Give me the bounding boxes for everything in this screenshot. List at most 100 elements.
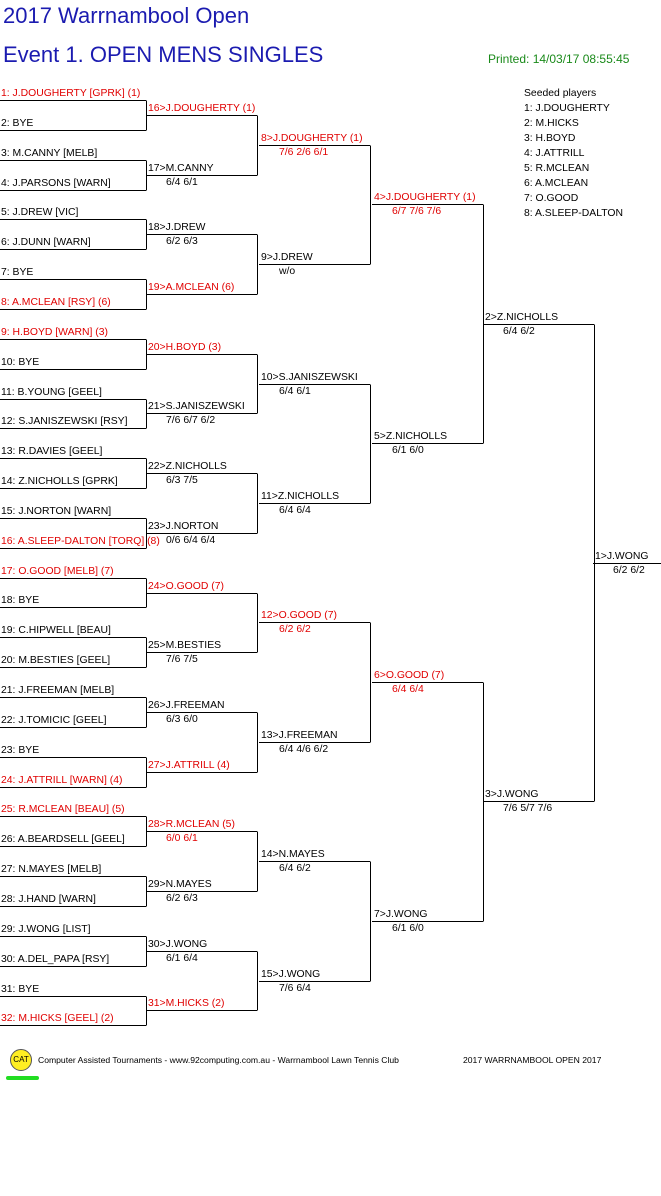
cat-logo-icon: CAT bbox=[10, 1049, 32, 1071]
match-winner: 7>J.WONG bbox=[374, 908, 428, 920]
match-score: 6/7 7/6 7/6 bbox=[392, 205, 442, 217]
player-entry: 20: M.BESTIES [GEEL] bbox=[1, 654, 111, 666]
footer-credit: Computer Assisted Tournaments - www.92co… bbox=[38, 1055, 399, 1065]
match-score: 7/6 2/6 6/1 bbox=[279, 146, 329, 158]
match-winner: 12>O.GOOD (7) bbox=[261, 609, 337, 621]
match-winner: 2>Z.NICHOLLS bbox=[485, 311, 559, 323]
match-winner: 3>J.WONG bbox=[485, 788, 539, 800]
player-entry: 22: J.TOMICIC [GEEL] bbox=[1, 714, 107, 726]
match-winner: 31>M.HICKS (2) bbox=[148, 997, 225, 1009]
match-score: 6/2 6/2 bbox=[279, 623, 311, 635]
match-winner: 30>J.WONG bbox=[148, 938, 208, 950]
match-winner: 6>O.GOOD (7) bbox=[374, 669, 445, 681]
match-winner: 22>Z.NICHOLLS bbox=[148, 460, 227, 472]
match-winner: 19>A.MCLEAN (6) bbox=[148, 281, 235, 293]
seed-item: 8: A.SLEEP-DALTON bbox=[524, 208, 623, 219]
match-score: 6/3 6/0 bbox=[166, 713, 198, 725]
match-winner: 17>M.CANNY bbox=[148, 162, 214, 174]
match-score: 6/2 6/3 bbox=[166, 892, 198, 904]
match-winner: 27>J.ATTRILL (4) bbox=[148, 759, 230, 771]
match-winner: 5>Z.NICHOLLS bbox=[374, 430, 448, 442]
match-winner: 15>J.WONG bbox=[261, 968, 321, 980]
match-score: 7/6 5/7 7/6 bbox=[503, 802, 553, 814]
match-winner: 29>N.MAYES bbox=[148, 878, 212, 890]
match-score: 7/6 7/5 bbox=[166, 653, 198, 665]
match-winner: 24>O.GOOD (7) bbox=[148, 580, 224, 592]
match-winner: 25>M.BESTIES bbox=[148, 639, 222, 651]
player-entry: 3: M.CANNY [MELB] bbox=[1, 147, 98, 159]
player-entry: 31: BYE bbox=[1, 983, 40, 995]
match-winner: 23>J.NORTON bbox=[148, 520, 219, 532]
match-score: 7/6 6/7 6/2 bbox=[166, 414, 216, 426]
seed-item: 4: J.ATTRILL bbox=[524, 148, 585, 159]
match-winner: 10>S.JANISZEWSKI bbox=[261, 371, 358, 383]
match-score: 6/4 6/4 bbox=[392, 683, 424, 695]
seed-item: 2: M.HICKS bbox=[524, 118, 579, 129]
player-entry: 6: J.DUNN [WARN] bbox=[1, 236, 91, 248]
match-score: 6/1 6/0 bbox=[392, 922, 424, 934]
tournament-title: 2017 Warrnambool Open bbox=[3, 3, 250, 28]
seeded-heading: Seeded players bbox=[524, 88, 597, 99]
player-entry: 15: J.NORTON [WARN] bbox=[1, 505, 112, 517]
player-entry: 25: R.MCLEAN [BEAU] (5) bbox=[1, 803, 125, 815]
match-score: 6/4 6/1 bbox=[279, 385, 311, 397]
match-winner: 1>J.WONG bbox=[595, 550, 649, 562]
match-winner: 21>S.JANISZEWSKI bbox=[148, 400, 245, 412]
player-entry: 5: J.DREW [VIC] bbox=[1, 206, 79, 218]
player-entry: 13: R.DAVIES [GEEL] bbox=[1, 445, 103, 457]
player-entry: 28: J.HAND [WARN] bbox=[1, 893, 96, 905]
player-entry: 10: BYE bbox=[1, 356, 40, 368]
player-entry: 8: A.MCLEAN [RSY] (6) bbox=[1, 296, 111, 308]
player-entry: 14: Z.NICHOLLS [GPRK] bbox=[1, 475, 118, 487]
player-entry: 27: N.MAYES [MELB] bbox=[1, 863, 102, 875]
player-entry: 23: BYE bbox=[1, 744, 40, 756]
match-score: 6/4 4/6 6/2 bbox=[279, 743, 329, 755]
logo-underline bbox=[6, 1076, 39, 1080]
seed-item: 7: O.GOOD bbox=[524, 193, 579, 204]
match-winner: 28>R.MCLEAN (5) bbox=[148, 818, 235, 830]
match-score: w/o bbox=[279, 265, 296, 277]
player-entry: 18: BYE bbox=[1, 594, 40, 606]
match-score: 7/6 6/4 bbox=[279, 982, 311, 994]
player-entry: 2: BYE bbox=[1, 117, 34, 129]
player-entry: 12: S.JANISZEWSKI [RSY] bbox=[1, 415, 128, 427]
seed-item: 1: J.DOUGHERTY bbox=[524, 103, 610, 114]
player-entry: 19: C.HIPWELL [BEAU] bbox=[1, 624, 111, 636]
player-entry: 7: BYE bbox=[1, 266, 34, 278]
match-winner: 26>J.FREEMAN bbox=[148, 699, 225, 711]
seed-item: 6: A.MCLEAN bbox=[524, 178, 589, 189]
seeded-players-list: Seeded players 1: J.DOUGHERTY 2: M.HICKS… bbox=[524, 86, 623, 221]
player-entry: 21: J.FREEMAN [MELB] bbox=[1, 684, 115, 696]
match-winner: 4>J.DOUGHERTY (1) bbox=[374, 191, 476, 203]
seed-item: 5: R.MCLEAN bbox=[524, 163, 590, 174]
player-entry: 24: J.ATTRILL [WARN] (4) bbox=[1, 774, 123, 786]
match-winner: 16>J.DOUGHERTY (1) bbox=[148, 102, 256, 114]
bracket-lines bbox=[0, 100, 661, 1026]
match-score: 6/2 6/2 bbox=[613, 564, 645, 576]
match-winner: 14>N.MAYES bbox=[261, 848, 325, 860]
match-score: 6/1 6/4 bbox=[166, 952, 198, 964]
match-score: 6/3 7/5 bbox=[166, 474, 198, 486]
match-winner: 13>J.FREEMAN bbox=[261, 729, 338, 741]
match-score: 6/4 6/4 bbox=[279, 504, 311, 516]
match-winner: 18>J.DREW bbox=[148, 221, 206, 233]
match-winner: 20>H.BOYD (3) bbox=[148, 341, 222, 353]
match-score: 6/4 6/2 bbox=[279, 862, 311, 874]
player-entry: 17: O.GOOD [MELB] (7) bbox=[1, 565, 114, 577]
player-entry: 30: A.DEL_PAPA [RSY] bbox=[1, 953, 110, 965]
match-score: 6/1 6/0 bbox=[392, 444, 424, 456]
player-entry: 4: J.PARSONS [WARN] bbox=[1, 177, 111, 189]
match-winner: 9>J.DREW bbox=[261, 251, 313, 263]
match-winner: 11>Z.NICHOLLS bbox=[261, 490, 340, 502]
match-score: 6/2 6/3 bbox=[166, 235, 198, 247]
match-score: 6/0 6/1 bbox=[166, 832, 198, 844]
match-score: 6/4 6/1 bbox=[166, 176, 198, 188]
player-entry: 9: H.BOYD [WARN] (3) bbox=[1, 326, 108, 338]
printed-timestamp: Printed: 14/03/17 08:55:45 bbox=[488, 52, 630, 66]
player-entry: 11: B.YOUNG [GEEL] bbox=[1, 386, 102, 398]
footer-event: 2017 WARRNAMBOOL OPEN 2017 bbox=[463, 1055, 602, 1065]
match-score: 6/4 6/2 bbox=[503, 325, 535, 337]
player-entry: 16: A.SLEEP-DALTON [TORQ] (8) bbox=[1, 535, 160, 547]
player-entry: 32: M.HICKS [GEEL] (2) bbox=[1, 1012, 114, 1024]
match-score: 0/6 6/4 6/4 bbox=[166, 534, 216, 546]
